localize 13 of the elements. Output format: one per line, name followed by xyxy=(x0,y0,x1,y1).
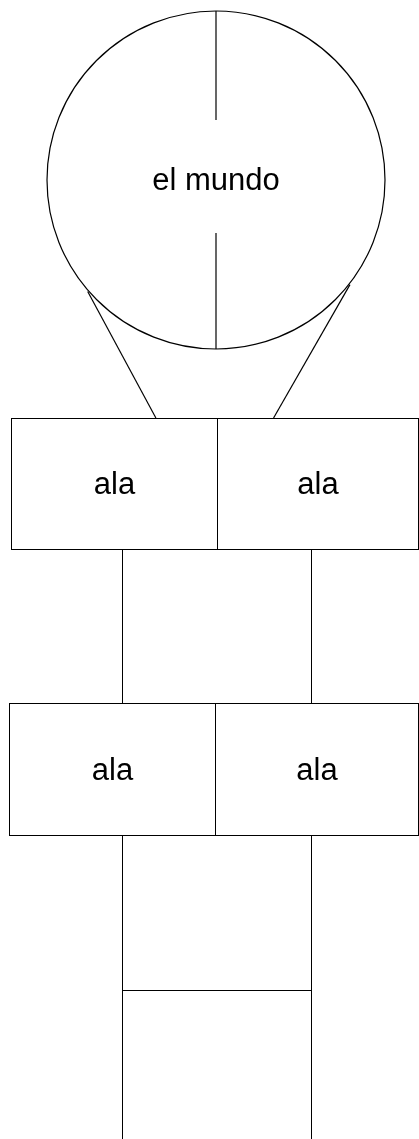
empty-box xyxy=(122,549,312,704)
square-label: ala xyxy=(93,466,136,502)
empty-box xyxy=(122,835,312,991)
circle-node xyxy=(46,10,386,350)
square-label: ala xyxy=(297,466,339,502)
connector-line xyxy=(87,290,157,419)
square-label: ala xyxy=(296,751,338,788)
square-label: el mundo xyxy=(152,162,280,198)
hopscotch-square xyxy=(217,418,419,550)
hopscotch-square xyxy=(11,418,218,550)
open-square xyxy=(122,990,312,1139)
square-label: ala xyxy=(91,751,134,788)
connector-line xyxy=(272,284,351,419)
